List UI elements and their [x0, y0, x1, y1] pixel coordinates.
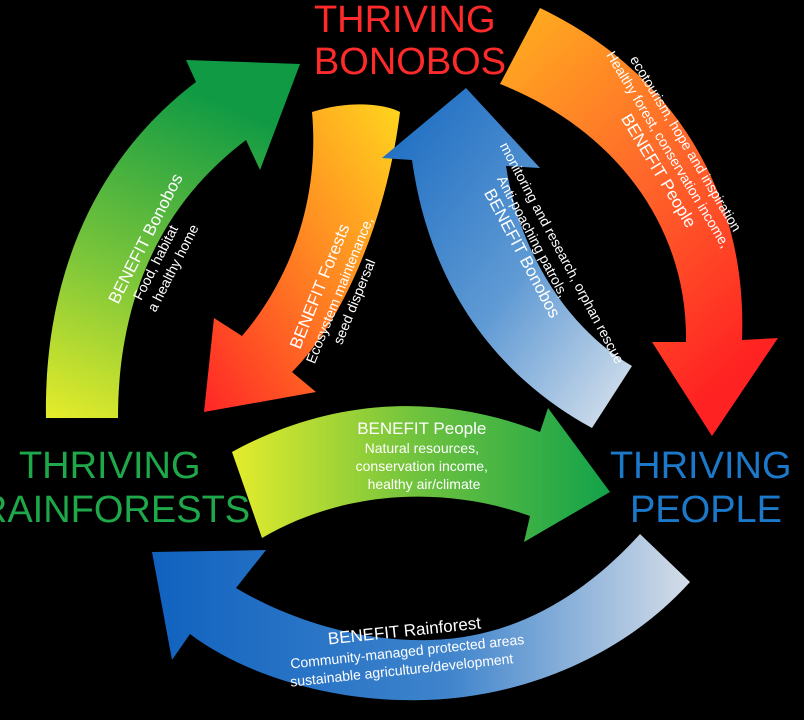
arrow-outer-left: BENEFIT Bonobos Food, habitat a healthy …: [45, 60, 301, 418]
arrow-inner-bottom-line2: conservation income,: [356, 458, 488, 474]
arrow-outer-bottom-shape: [152, 534, 690, 701]
node-bonobos: THRIVING BONOBOS: [314, 0, 506, 83]
arrow-outer-bottom-label: BENEFIT Rainforest Community-managed pro…: [285, 609, 531, 690]
node-rainforests: THRIVING RAINFORESTS: [0, 445, 250, 531]
arrow-outer-left-shape: [45, 60, 301, 418]
arrow-inner-bottom-title: BENEFIT People: [357, 419, 486, 438]
arrow-inner-left-shape: [204, 104, 400, 412]
node-bonobos-label: THRIVING BONOBOS: [314, 0, 506, 83]
arrow-inner-bottom-label: BENEFIT People Natural resources, conser…: [356, 419, 493, 492]
node-people: THRIVING PEOPLE: [610, 445, 802, 531]
node-rainforests-line2: RAINFORESTS: [0, 489, 250, 531]
node-people-line1: THRIVING: [610, 445, 792, 487]
node-bonobos-line2: BONOBOS: [314, 41, 506, 83]
arrow-inner-bottom-shape: [232, 406, 610, 542]
arrow-inner-left: BENEFIT Forests Ecosystem maintenance, s…: [204, 104, 400, 412]
arrow-inner-bottom: BENEFIT People Natural resources, conser…: [232, 406, 610, 542]
arrow-outer-bottom: BENEFIT Rainforest Community-managed pro…: [152, 534, 690, 701]
arrow-inner-right-shape: [382, 88, 632, 428]
node-people-line2: PEOPLE: [630, 489, 782, 531]
arrow-inner-bottom-line1: Natural resources,: [365, 440, 479, 456]
node-bonobos-line1: THRIVING: [314, 0, 496, 41]
arrow-outer-right-shape: [500, 8, 778, 436]
node-rainforests-label: THRIVING RAINFORESTS: [0, 445, 250, 531]
node-rainforests-line1: THRIVING: [19, 445, 201, 487]
arrow-inner-bottom-line3: healthy air/climate: [368, 476, 481, 492]
node-people-label: THRIVING PEOPLE: [610, 445, 802, 531]
